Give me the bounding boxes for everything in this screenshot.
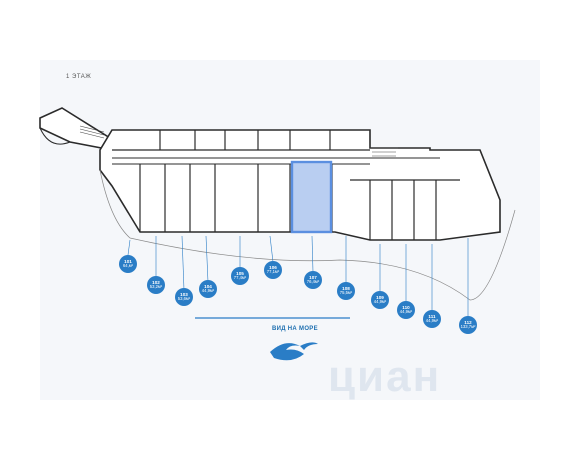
highlighted-unit-107 [290, 160, 333, 234]
stair-hatch [79, 125, 398, 157]
terrace-outline [99, 169, 516, 301]
sea-view-label: ВИД НА МОРЕ [272, 326, 318, 332]
floor-label: 1 ЭТАЖ [66, 74, 92, 80]
watermark-logo: циан [328, 352, 442, 401]
upper-rooms [112, 130, 370, 151]
leader-lines [127, 235, 469, 318]
wave-icon [270, 342, 318, 361]
left-arc [39, 127, 71, 145]
